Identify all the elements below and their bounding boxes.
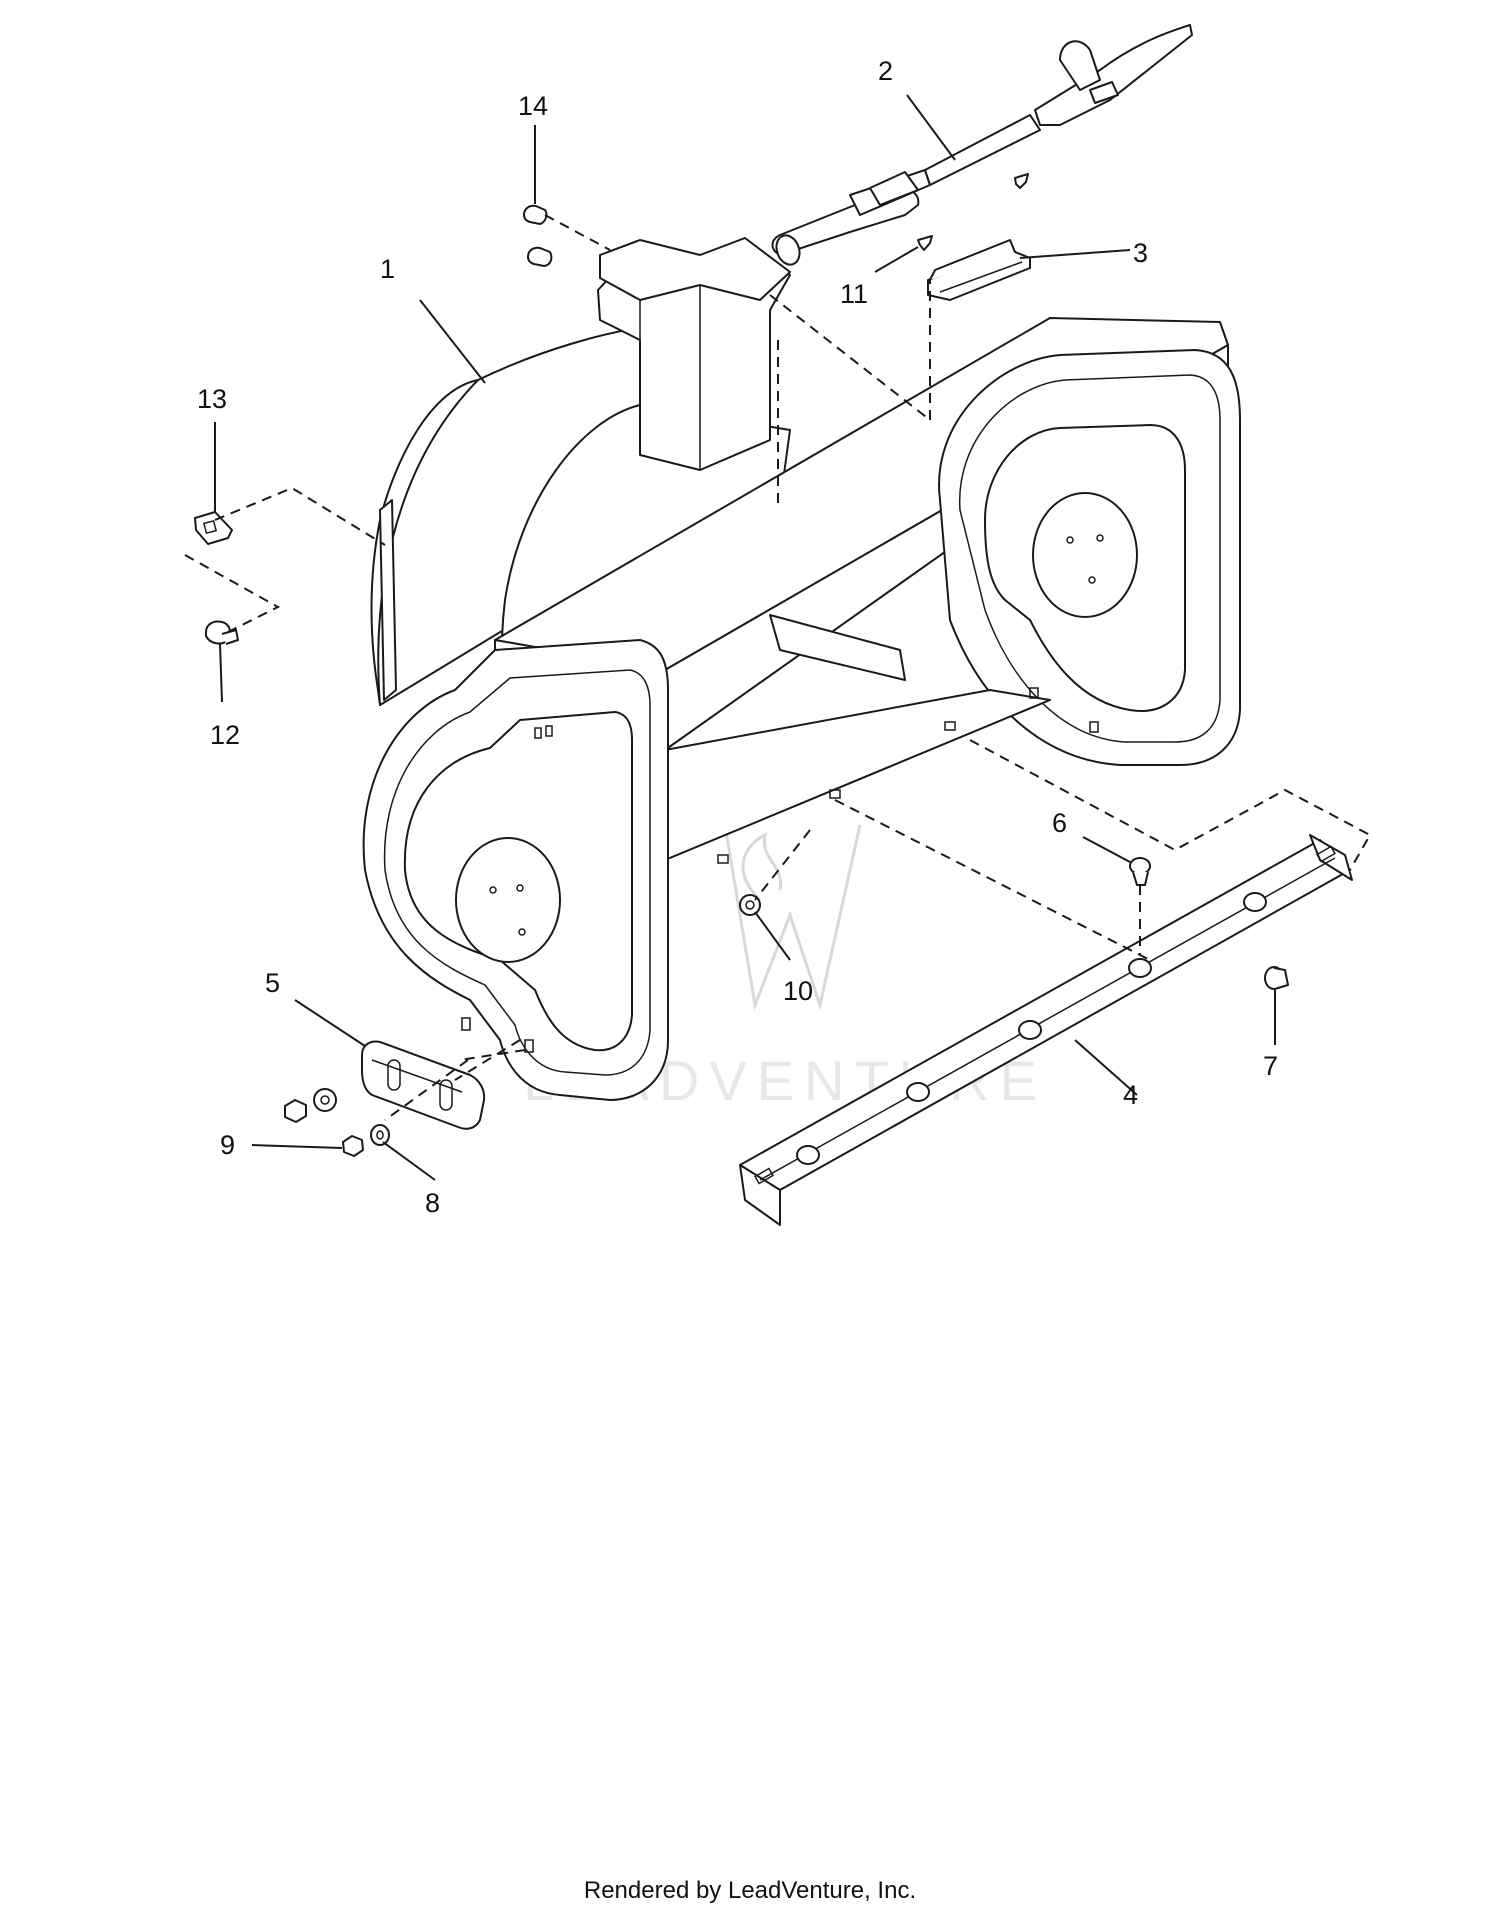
callout-11: 11 bbox=[840, 279, 868, 309]
hex-bolt bbox=[205, 620, 239, 645]
chute-bracket bbox=[927, 239, 1031, 301]
callout-7: 7 bbox=[1263, 1051, 1278, 1081]
chute-rivet bbox=[917, 173, 1029, 251]
footer-credit: Rendered by LeadVenture, Inc. bbox=[583, 1877, 917, 1904]
auger-housing bbox=[362, 237, 1241, 1101]
callout-4: 4 bbox=[1123, 1080, 1138, 1110]
flat-washer bbox=[313, 1088, 390, 1146]
chute-crank bbox=[771, 24, 1193, 266]
callout-8: 8 bbox=[425, 1188, 440, 1218]
callout-3: 3 bbox=[1133, 238, 1148, 268]
callout-12: 12 bbox=[210, 720, 240, 750]
shave-plate bbox=[739, 834, 1353, 1226]
callout-5: 5 bbox=[265, 968, 280, 998]
callout-2: 2 bbox=[878, 56, 893, 86]
callout-labels: 1 2 3 4 5 6 7 8 9 10 11 12 13 14 bbox=[197, 56, 1278, 1218]
leader-lines bbox=[214, 94, 1276, 1181]
carriage-bolt bbox=[1129, 857, 1151, 886]
chute-bushing bbox=[523, 204, 553, 267]
callout-14: 14 bbox=[518, 91, 548, 121]
callout-1: 1 bbox=[380, 254, 395, 284]
carriage-bolt-lower bbox=[1264, 966, 1289, 990]
callout-9: 9 bbox=[220, 1130, 235, 1160]
assembly-lines bbox=[184, 214, 1372, 1121]
callout-10: 10 bbox=[783, 976, 813, 1006]
callout-6: 6 bbox=[1052, 808, 1067, 838]
hex-nut bbox=[284, 1099, 364, 1157]
callout-13: 13 bbox=[197, 384, 227, 414]
spring-clip bbox=[194, 511, 233, 545]
skid-shoe bbox=[361, 1040, 486, 1130]
